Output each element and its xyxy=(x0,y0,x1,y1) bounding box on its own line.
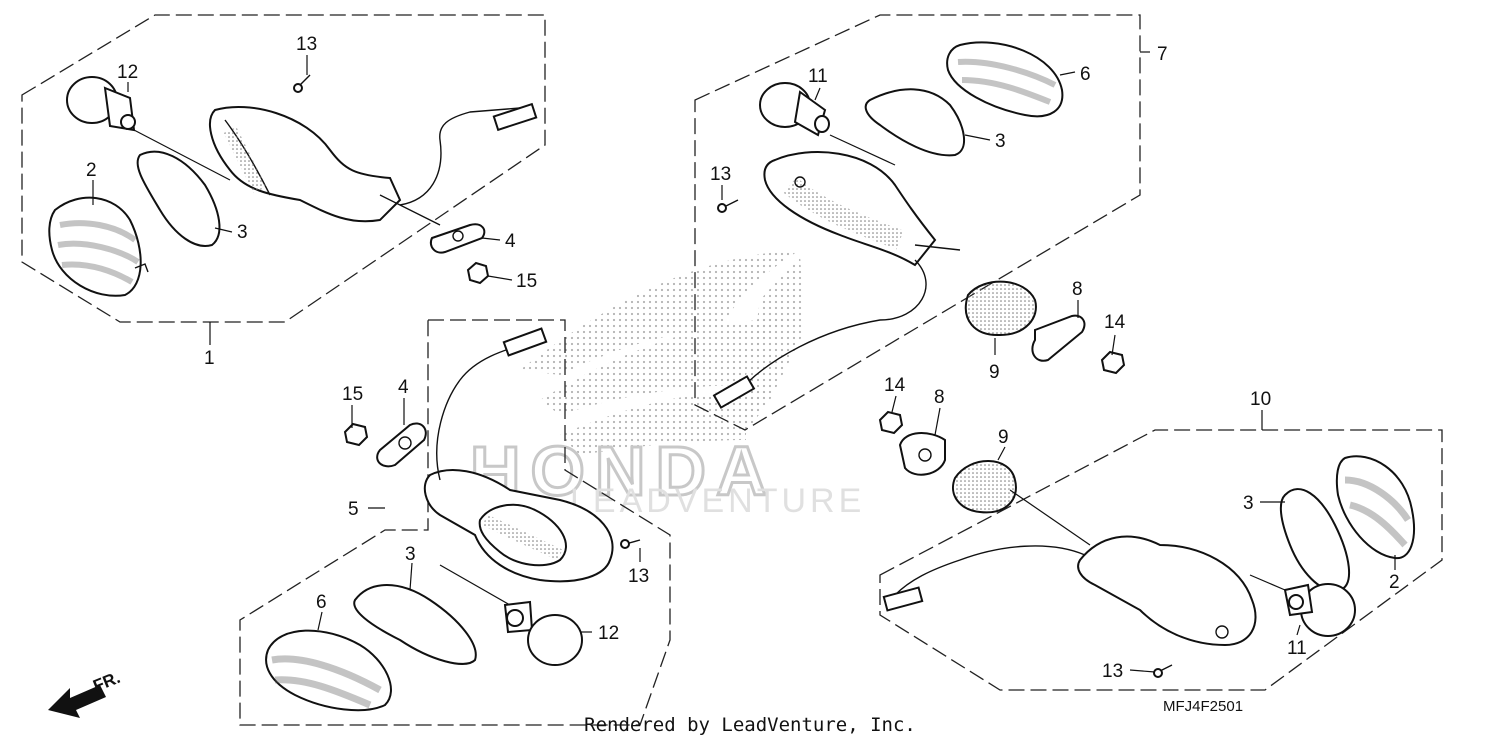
washer-4-bottom-center xyxy=(376,422,427,468)
nut-15-top-left xyxy=(466,261,490,285)
callout-1: 1 xyxy=(204,348,215,369)
nut-14-bottom-right xyxy=(878,410,904,435)
callout-13-a: 13 xyxy=(296,34,317,55)
lens-2-top-left xyxy=(48,196,149,297)
callout-2-b: 2 xyxy=(1389,572,1400,593)
front-direction-arrow-icon: FR. xyxy=(48,668,123,718)
callout-14-a: 14 xyxy=(1104,312,1126,333)
screw-13-top-right xyxy=(717,199,739,213)
callout-5: 5 xyxy=(348,499,359,520)
screw-13-bottom-center xyxy=(620,539,641,549)
screw-13-top-left xyxy=(293,74,311,93)
callout-12-a: 12 xyxy=(117,62,138,83)
callout-13-b: 13 xyxy=(710,164,731,185)
gasket-3-top-right xyxy=(864,88,966,157)
nut-14-top-right xyxy=(1100,350,1126,375)
bracket-8-bottom-right xyxy=(898,432,946,476)
callout-4-a: 4 xyxy=(505,231,516,252)
bulb-11-bottom-right xyxy=(1283,583,1356,637)
callout-13-d: 13 xyxy=(1102,661,1123,682)
nut-15-bottom-center xyxy=(343,422,369,447)
housing-bottom-center xyxy=(423,327,614,583)
honda-wing-watermark xyxy=(520,250,805,455)
callout-6-a: 6 xyxy=(1080,64,1091,85)
rubber-9-top-right xyxy=(964,280,1037,337)
callout-8-a: 8 xyxy=(1072,279,1083,300)
callout-15-a: 15 xyxy=(516,271,537,292)
footer-credit: Rendered by LeadVenture, Inc. xyxy=(584,714,916,736)
front-label: FR. xyxy=(90,668,123,696)
callout-labels: 13 12 2 3 4 15 1 11 6 7 3 13 8 14 9 15 4… xyxy=(86,34,1400,682)
screw-13-bottom-right xyxy=(1153,664,1173,678)
gasket-3-bottom-center xyxy=(353,584,477,665)
callout-15-b: 15 xyxy=(342,384,363,405)
washer-4-top-left xyxy=(429,223,486,254)
callout-3-c: 3 xyxy=(405,544,416,565)
assembly-group-7 xyxy=(694,14,1150,431)
callout-11-a: 11 xyxy=(808,66,828,87)
callout-12-b: 12 xyxy=(598,623,619,644)
housing-top-right xyxy=(712,151,961,409)
bracket-8-top-right xyxy=(1031,314,1086,362)
callout-leaders xyxy=(92,55,1396,673)
callout-2-a: 2 xyxy=(86,160,97,181)
callout-3-d: 3 xyxy=(1243,493,1254,514)
callout-9-a: 9 xyxy=(989,362,1000,383)
assembly-group-10 xyxy=(878,410,1443,691)
bulb-12-top-left xyxy=(66,76,136,132)
assembly-group-5 xyxy=(239,319,671,726)
lens-6-top-right xyxy=(946,41,1064,118)
bulb-12-bottom-center xyxy=(503,600,583,666)
gasket-3-top-left xyxy=(136,150,221,247)
gasket-3-bottom-right xyxy=(1279,488,1351,592)
callout-3-b: 3 xyxy=(995,131,1006,152)
callout-9-b: 9 xyxy=(998,427,1009,448)
callout-13-c: 13 xyxy=(628,566,649,587)
callout-10: 10 xyxy=(1250,389,1271,410)
callout-14-b: 14 xyxy=(884,375,906,396)
callout-6-b: 6 xyxy=(316,592,327,613)
callout-11-b: 11 xyxy=(1287,638,1307,659)
callout-7: 7 xyxy=(1157,44,1168,65)
assembly-group-1 xyxy=(21,14,546,345)
watermark-leadventure-text: LEADVENTURE xyxy=(570,482,865,520)
callout-4-b: 4 xyxy=(398,377,409,398)
diagram-part-code: MFJ4F2501 xyxy=(1163,698,1243,715)
rubber-9-bottom-right xyxy=(952,460,1017,514)
lens-2-bottom-right xyxy=(1335,455,1416,560)
lens-6-bottom-center xyxy=(265,629,392,712)
callout-3-a: 3 xyxy=(237,222,248,243)
callout-8-b: 8 xyxy=(934,387,945,408)
housing-bottom-right xyxy=(882,535,1257,647)
housing-top-left xyxy=(209,102,538,226)
bulb-11-top-right xyxy=(759,82,830,137)
